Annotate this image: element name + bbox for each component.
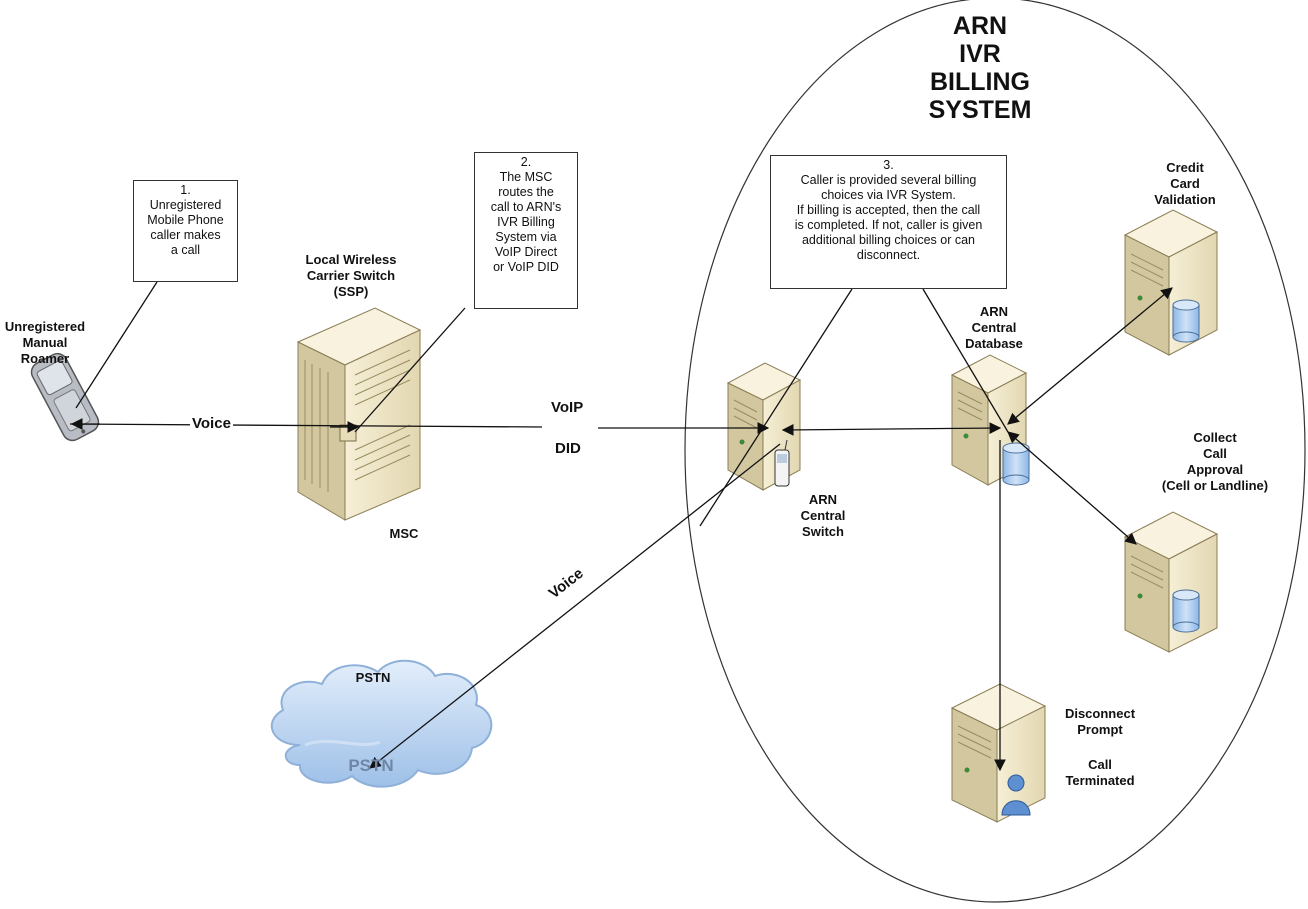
call-terminated-label: Call Terminated xyxy=(1065,757,1135,788)
step-2-note: 2. The MSC routes the call to ARN's IVR … xyxy=(474,152,578,309)
database-cylinder-icon xyxy=(1172,299,1200,343)
step-1-note: 1. Unregistered Mobile Phone caller make… xyxy=(133,180,238,282)
title-line-2: IVR xyxy=(959,40,1001,68)
pstn-cloud-icon xyxy=(270,659,493,788)
credit-card-label: Credit Card Validation xyxy=(1154,160,1216,207)
msc-label: MSC xyxy=(389,526,419,541)
disconnect-server-icon xyxy=(950,683,1047,823)
central-database-label: ARN Central Database xyxy=(965,304,1023,351)
diagram-title: ARN IVR BILLING SYSTEM xyxy=(905,12,1055,124)
voice-pstn-line xyxy=(369,443,781,769)
database-cylinder-icon xyxy=(1172,589,1200,633)
voice-label: Voice xyxy=(190,415,233,432)
central-switch-label: ARN Central Switch xyxy=(800,492,846,539)
central-switch-server-icon xyxy=(726,362,802,491)
step-3-note: 3. Caller is provided several billing ch… xyxy=(770,155,1007,289)
local-switch-label: Local Wireless Carrier Switch (SSP) xyxy=(305,252,397,299)
note1-leader xyxy=(75,281,158,409)
title-line-4: SYSTEM xyxy=(928,96,1032,124)
central-database-server-icon xyxy=(950,354,1030,486)
pstn-label: PSTN xyxy=(355,670,391,685)
note3-leader-left xyxy=(699,288,853,527)
switch-db-line xyxy=(781,422,1002,436)
note3-leader-right xyxy=(922,288,1009,433)
person-icon xyxy=(1001,774,1031,816)
collect-call-label: Collect Call Approval (Cell or Landline) xyxy=(1161,430,1269,493)
arn-system-boundary xyxy=(684,0,1306,903)
credit-card-server-icon xyxy=(1123,209,1219,356)
db-collect-line xyxy=(1007,431,1137,545)
did-label: DID xyxy=(555,440,581,457)
roamer-label: Unregistered Manual Roamer xyxy=(4,319,86,366)
note2-leader xyxy=(354,307,466,433)
voip-label: VoIP xyxy=(551,399,584,416)
title-line-1: ARN xyxy=(952,12,1008,40)
voice-line xyxy=(69,423,543,428)
msc-server-icon xyxy=(296,307,422,521)
db-credit-line xyxy=(1007,287,1173,425)
pstn-cloud-label: PSTN xyxy=(348,756,394,775)
cell-phone-icon xyxy=(774,439,790,487)
database-cylinder-icon xyxy=(1002,442,1030,486)
disconnect-prompt-label: Disconnect Prompt xyxy=(1064,706,1136,737)
title-line-3: BILLING xyxy=(930,68,1030,96)
collect-call-server-icon xyxy=(1123,511,1219,653)
